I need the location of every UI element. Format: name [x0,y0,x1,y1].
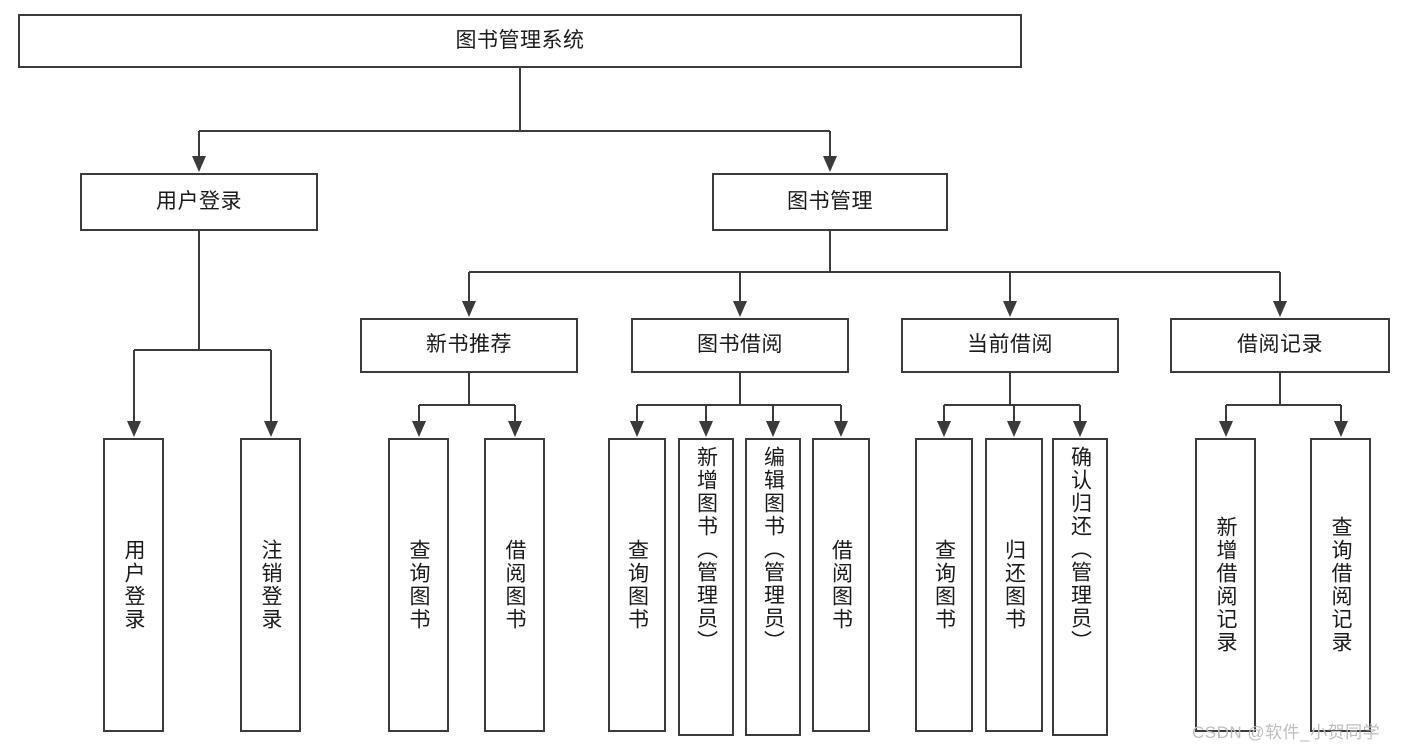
arrow-head-icon [126,421,141,437]
leaf-borrow-book[interactable]: 借阅图书 [812,438,870,732]
edge-l3-to-leaf-2 [417,405,420,422]
leaf-add-book-admin[interactable]: 新增图书（管理员） [678,438,734,736]
edge-root-to-l2-1 [829,131,831,157]
edge-userlogin-to-leaf-0 [132,350,135,422]
leaf-user-login[interactable]: 用户登录 [103,438,164,732]
edge-l3-to-leaf-11 [1224,405,1227,422]
leaf-query-borrow-record[interactable]: 查询借阅记录 [1310,438,1371,732]
arrow-head-icon [937,421,951,437]
edge-l3-to-leaf-4 [636,405,638,422]
leaf-edit-book-admin[interactable]: 编辑图书（管理员） [745,438,801,736]
leaf-confirm-return-admin[interactable]: 确认归还（管理员） [1052,438,1108,736]
edge-l2-to-l3-0 [468,272,470,302]
leaf-label: 查询图书 [932,539,956,631]
node-label: 图书管理系统 [455,28,585,52]
arrow-head-icon [507,421,522,437]
arrow-head-icon [1003,301,1017,317]
arrow-head-icon [192,156,206,172]
edge-userlogin-stem [198,231,200,350]
edge-l3-bus-0 [418,404,515,406]
edge-bookmgmt-stem [829,231,831,272]
edge-l3-to-leaf-5 [705,405,707,422]
edge-l3-bus-2 [944,404,1080,406]
edge-l3-to-leaf-6 [772,405,774,422]
edge-l3-to-leaf-9 [1013,405,1015,422]
edge-l3-to-leaf-10 [1079,405,1081,422]
edge-root-stem [519,68,521,131]
node-label: 图书借阅 [697,333,783,357]
leaf-query-book-current[interactable]: 查询图书 [915,438,973,732]
edge-l3-stem-1 [739,373,741,405]
leaf-query-book-borrow[interactable]: 查询图书 [608,438,666,732]
arrow-head-icon [1273,301,1287,317]
node-label: 用户登录 [156,189,242,213]
leaf-label: 用户登录 [122,539,145,631]
edge-l3-stem-2 [1009,373,1011,405]
edge-l3-stem-0 [468,373,470,405]
edge-l3-to-leaf-7 [840,405,842,422]
leaf-label: 查询图书 [625,539,649,631]
node-root-system[interactable]: 图书管理系统 [18,14,1022,68]
arrow-head-icon [699,421,713,437]
edge-bookmgmt-bus [469,271,1280,273]
leaf-return-book[interactable]: 归还图书 [985,438,1043,732]
leaf-add-borrow-record[interactable]: 新增借阅记录 [1195,438,1256,732]
node-book-management[interactable]: 图书管理 [712,173,948,231]
arrow-head-icon [630,421,644,437]
edge-l2-to-l3-3 [1279,272,1281,302]
node-user-login[interactable]: 用户登录 [80,173,318,231]
edge-userlogin-to-leaf-1 [269,350,272,422]
arrow-head-icon [263,421,278,437]
edge-l3-bus-1 [637,404,841,406]
leaf-label: 新增借阅记录 [1214,516,1237,654]
leaf-query-book-recommend[interactable]: 查询图书 [388,438,449,732]
node-borrow-record[interactable]: 借阅记录 [1170,318,1390,373]
edge-l3-to-leaf-12 [1339,405,1342,422]
arrow-head-icon [462,301,476,317]
arrow-head-icon [733,301,747,317]
edge-root-to-l2-0 [198,131,200,157]
edge-l3-to-leaf-8 [943,405,945,422]
leaf-logout[interactable]: 注销登录 [240,438,301,732]
leaf-label: 归还图书 [1002,539,1026,631]
node-label: 图书管理 [787,189,873,213]
arrow-head-icon [834,421,848,437]
node-label: 当前借阅 [967,333,1053,357]
edge-l3-stem-3 [1279,373,1281,405]
arrow-head-icon [1333,421,1348,437]
node-new-book-recommend[interactable]: 新书推荐 [360,318,578,373]
leaf-label: 借阅图书 [503,539,526,631]
edge-l3-bus-3 [1225,404,1341,406]
node-label: 借阅记录 [1237,333,1323,357]
watermark-csdn: CSDN @软件_小贺同学 [1192,723,1381,742]
leaf-borrow-book-recommend[interactable]: 借阅图书 [484,438,545,732]
leaf-label: 确认归还（管理员） [1068,446,1092,653]
arrow-head-icon [411,421,426,437]
leaf-label: 查询图书 [407,539,430,631]
node-book-borrow[interactable]: 图书借阅 [631,318,849,373]
node-label: 新书推荐 [426,333,512,357]
edge-l3-to-leaf-3 [513,405,516,422]
edge-userlogin-bus [133,349,271,351]
leaf-label: 查询借阅记录 [1329,516,1352,654]
arrow-head-icon [1007,421,1021,437]
leaf-label: 借阅图书 [829,539,853,631]
arrow-head-icon [1073,421,1087,437]
arrow-head-icon [1218,421,1233,437]
arrow-head-icon [766,421,780,437]
arrow-head-icon [823,156,837,172]
edge-l2-to-l3-2 [1009,272,1011,302]
leaf-label: 新增图书（管理员） [694,446,718,653]
edge-root-bus [199,130,830,132]
leaf-label: 注销登录 [259,539,282,631]
edge-l2-to-l3-1 [739,272,741,302]
leaf-label: 编辑图书（管理员） [761,446,785,653]
node-current-borrow[interactable]: 当前借阅 [901,318,1119,373]
